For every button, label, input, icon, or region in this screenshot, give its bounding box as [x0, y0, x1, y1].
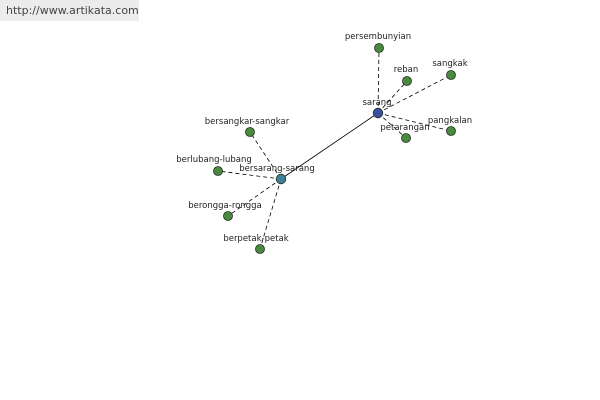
node-label[interactable]: bersangkar-sangkar — [205, 117, 290, 127]
node-label[interactable]: berpetak-petak — [223, 234, 288, 244]
node-berongga-rongga[interactable]: berongga-rongga — [188, 201, 262, 221]
node-label[interactable]: berlubang-lubang — [176, 155, 251, 165]
node-label[interactable]: reban — [394, 65, 419, 75]
node-dot[interactable] — [223, 211, 233, 221]
link-root-petarangan — [377, 112, 407, 139]
hub-node-label[interactable]: bersarang-sarang — [239, 164, 314, 174]
hub-node-dot[interactable] — [275, 173, 287, 185]
link-hub-berpetak-petak — [259, 178, 282, 250]
root-node-label[interactable]: sarang — [362, 98, 391, 108]
link-hub-berongga-rongga — [227, 178, 282, 217]
node-berpetak-petak[interactable]: berpetak-petak — [223, 234, 289, 254]
node-bersangkar-sangkar[interactable]: bersangkar-sangkar — [205, 117, 290, 137]
root-node-dot[interactable] — [372, 107, 384, 119]
site-url-banner[interactable]: http://www.artikata.com — [0, 0, 139, 21]
node-dot[interactable] — [374, 43, 384, 53]
node-dot[interactable] — [446, 70, 456, 80]
node-label[interactable]: pangkalan — [428, 116, 472, 126]
node-sangkak[interactable]: sangkak — [432, 59, 468, 80]
node-label[interactable]: sangkak — [432, 59, 467, 69]
link-root-reban — [377, 80, 408, 114]
node-pangkalan[interactable]: pangkalan — [428, 116, 472, 136]
node-dot[interactable] — [402, 76, 412, 86]
link-hub-berlubang-lubang — [217, 170, 282, 180]
node-dot[interactable] — [255, 244, 265, 254]
node-berlubang-lubang[interactable]: berlubang-lubang — [176, 155, 252, 176]
node-bersarang-sarang[interactable]: bersarang-sarang — [239, 164, 315, 185]
node-label[interactable]: berongga-rongga — [188, 201, 261, 211]
link-root-hub — [280, 112, 379, 180]
node-dot[interactable] — [401, 133, 411, 143]
link-root-pangkalan — [377, 112, 452, 132]
node-sarang[interactable]: sarang — [362, 98, 392, 119]
node-label[interactable]: petarangan — [380, 123, 429, 133]
node-dot[interactable] — [213, 166, 223, 176]
node-reban[interactable]: reban — [394, 65, 419, 86]
node-dot[interactable] — [446, 126, 456, 136]
link-root-persembunyian — [377, 47, 380, 114]
link-hub-bersangkar-sangkar — [249, 131, 282, 180]
node-label[interactable]: persembunyian — [345, 32, 411, 42]
node-dot[interactable] — [245, 127, 255, 137]
node-petarangan[interactable]: petarangan — [380, 123, 430, 143]
node-persembunyian[interactable]: persembunyian — [345, 32, 411, 53]
